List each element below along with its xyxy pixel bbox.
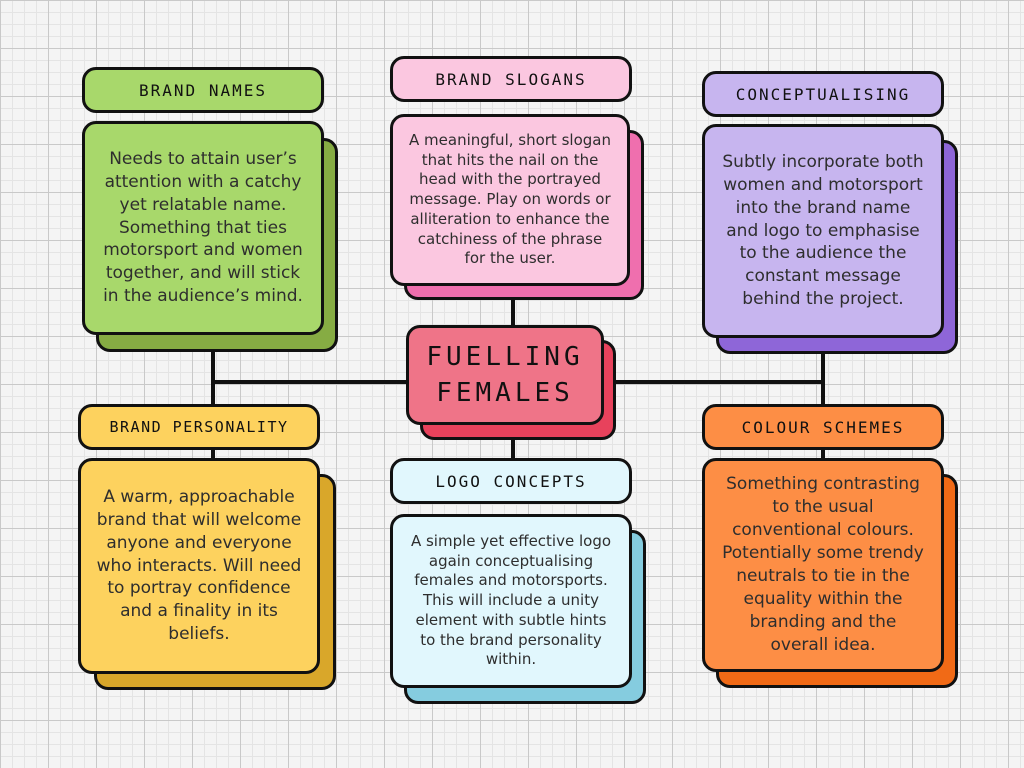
brand-names-label: BRAND NAMES	[82, 67, 324, 113]
conceptualising-label: CONCEPTUALISING	[702, 71, 944, 117]
colour-schemes-label-text: COLOUR SCHEMES	[741, 417, 905, 437]
center-title: FUELLING FEMALES	[426, 341, 584, 408]
logo-concepts-card: A simple yet effective logo again concep…	[390, 514, 632, 688]
brand-names-card: Needs to attain user’s attention with a …	[82, 121, 324, 335]
brand-personality-text: A warm, approachable brand that will wel…	[96, 486, 302, 645]
brand-personality-card: A warm, approachable brand that will wel…	[78, 458, 320, 674]
brand-slogans-label-text: BRAND SLOGANS	[435, 69, 587, 89]
logo-concepts-label-text: LOGO CONCEPTS	[435, 471, 587, 491]
brand-names-text: Needs to attain user’s attention with a …	[103, 148, 303, 307]
brand-personality-label: BRAND PERSONALITY	[78, 404, 320, 450]
colour-schemes-card: Something contrasting to the usual conve…	[702, 458, 944, 672]
logo-concepts-text: A simple yet effective logo again concep…	[410, 531, 612, 669]
brand-slogans-text: A meaningful, short slogan that hits the…	[409, 130, 611, 268]
colour-schemes-label: COLOUR SCHEMES	[702, 404, 944, 450]
conceptualising-text: Subtly incorporate both women and motors…	[722, 151, 924, 310]
brand-slogans-label: BRAND SLOGANS	[390, 56, 632, 102]
logo-concepts-label: LOGO CONCEPTS	[390, 458, 632, 504]
brand-personality-label-text: BRAND PERSONALITY	[109, 418, 289, 436]
conceptualising-label-text: CONCEPTUALISING	[735, 84, 911, 104]
brand-slogans-card: A meaningful, short slogan that hits the…	[390, 114, 630, 286]
center-node: FUELLING FEMALES	[406, 325, 604, 425]
brand-names-label-text: BRAND NAMES	[139, 80, 267, 100]
colour-schemes-text: Something contrasting to the usual conve…	[722, 474, 924, 655]
conceptualising-card: Subtly incorporate both women and motors…	[702, 124, 944, 338]
